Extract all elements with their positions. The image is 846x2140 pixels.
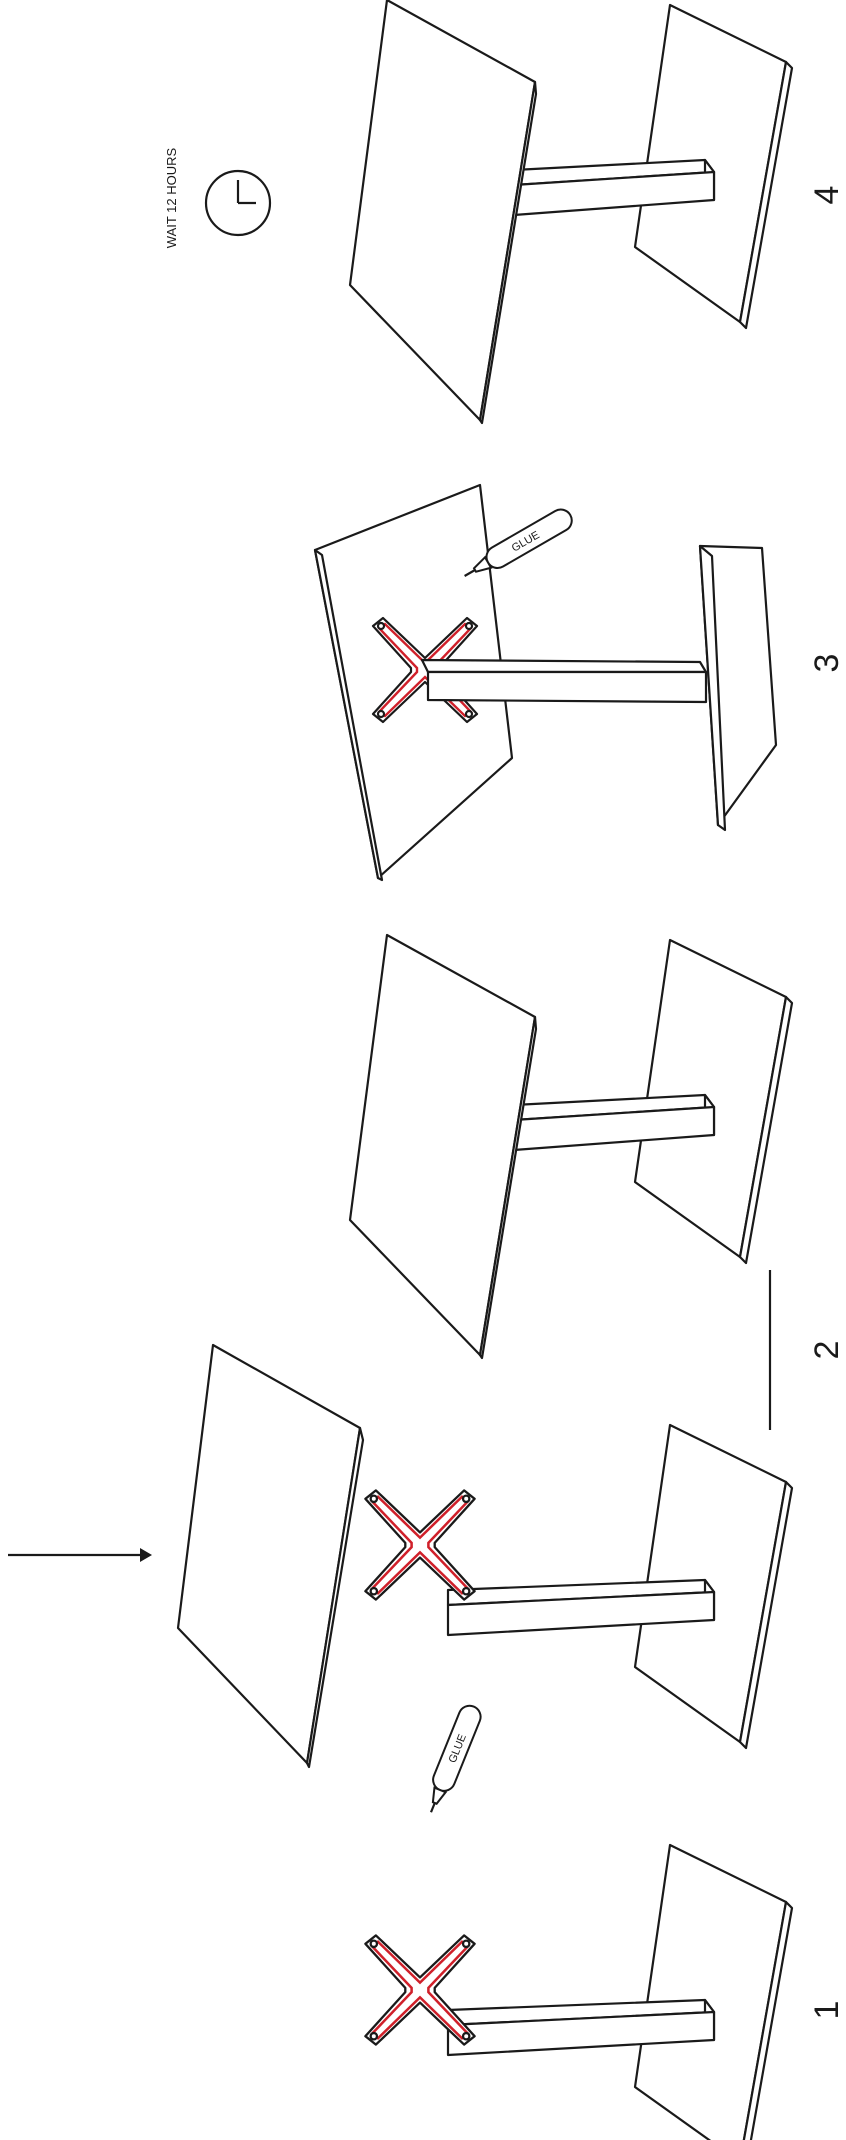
x-bracket — [365, 1490, 474, 1599]
step-2-assembled: 2 — [350, 935, 846, 1359]
step-2-placement — [8, 1345, 792, 1767]
step-3: GLUE 3 — [315, 485, 846, 880]
step-number-4: 4 — [808, 186, 846, 205]
arrow-icon — [8, 1548, 152, 1562]
step-number-1: 1 — [808, 2001, 846, 2020]
step-number-2: 2 — [808, 1341, 846, 1360]
x-bracket — [365, 1935, 474, 2044]
clock-icon — [206, 171, 270, 235]
wait-note: WAIT 12 HOURS — [164, 147, 179, 248]
step-number-3: 3 — [808, 654, 846, 673]
glue-tube-icon: GLUE — [421, 1702, 484, 1816]
step-4: WAIT 12 HOURS 4 — [164, 0, 846, 423]
step-1: GLUE 1 — [365, 1702, 846, 2140]
